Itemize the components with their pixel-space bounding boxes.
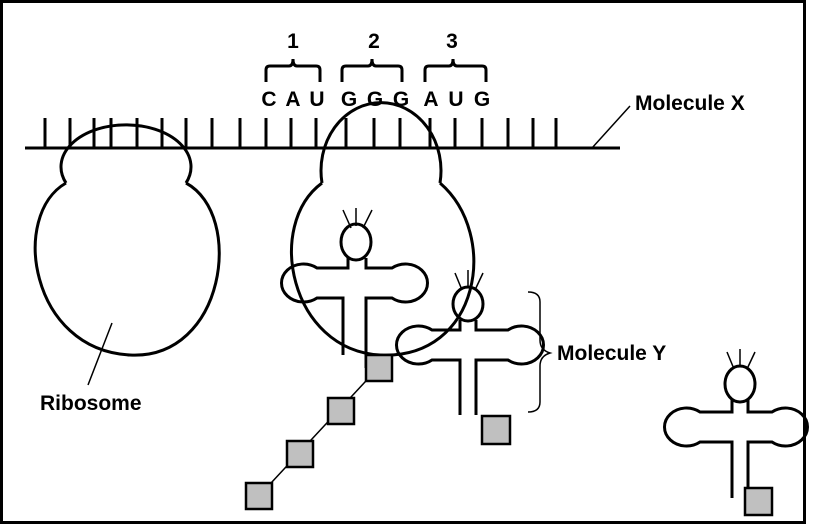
- base-letter: G: [341, 88, 357, 111]
- codon-number: 2: [368, 30, 380, 53]
- codon-number: 3: [446, 30, 458, 53]
- base-letter: C: [261, 88, 276, 111]
- ribosome-small-subunit: [319, 101, 443, 184]
- ribosome-leader: [87, 322, 113, 386]
- anticodon-loop: [723, 364, 757, 404]
- ribosome-label: Ribosome: [40, 392, 142, 415]
- mrna-bases: [43, 118, 558, 148]
- molecule-x-label: Molecule X: [635, 92, 745, 115]
- trna-free: [663, 349, 809, 517]
- codon-1: 1 C A U: [261, 30, 324, 111]
- codon-brace: [340, 58, 404, 82]
- peptide-bond-chain: [257, 367, 379, 498]
- codon-number: 1: [287, 30, 299, 53]
- trna-molecule-y: [395, 270, 545, 446]
- trna-arms: [395, 320, 545, 415]
- codon-3: 3 A U G: [423, 30, 490, 111]
- anticodon-loop: [451, 285, 485, 323]
- amino-acid: [743, 486, 774, 517]
- molecule-y-brace: [527, 291, 553, 413]
- amino-acid: [364, 353, 394, 383]
- anticodon-loop: [339, 222, 373, 262]
- base-letter: G: [367, 88, 383, 111]
- base-letter: A: [285, 88, 300, 111]
- codon-brace: [423, 58, 488, 82]
- trna-arms: [280, 258, 429, 368]
- ribosome-small-subunit: [59, 123, 193, 184]
- codon-brace: [264, 58, 322, 82]
- ribosome-left: [33, 123, 221, 357]
- molecule-y-label: Molecule Y: [557, 342, 666, 365]
- base-letter: U: [309, 88, 324, 111]
- base-letter: A: [423, 88, 438, 111]
- molecule-x-leader: [591, 105, 631, 149]
- ribosome-large-subunit: [33, 181, 221, 357]
- codon-2: 2 G G G: [340, 30, 409, 111]
- trna-bound: [280, 208, 429, 368]
- amino-acid: [244, 481, 274, 511]
- base-letter: G: [474, 88, 490, 111]
- amino-acid: [326, 396, 356, 426]
- base-letter: U: [448, 88, 463, 111]
- trna-arms: [663, 400, 809, 498]
- amino-acid: [285, 439, 315, 469]
- amino-acid: [480, 414, 512, 446]
